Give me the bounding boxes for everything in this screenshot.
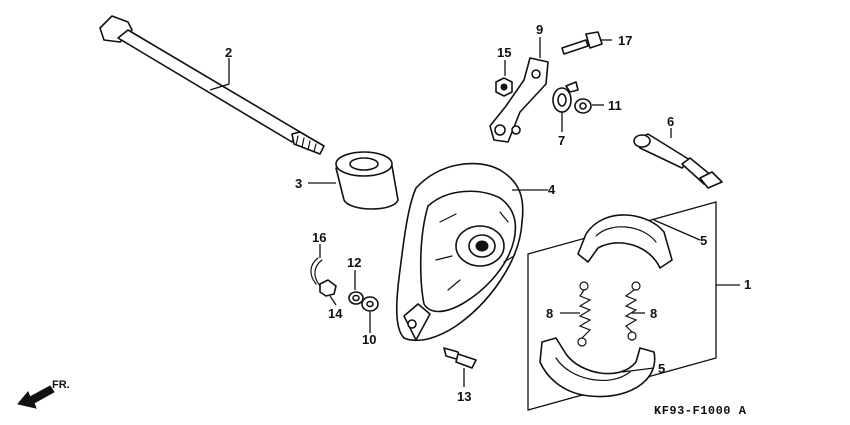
diagram-code: KF93-F1000 A	[654, 404, 747, 418]
part-nut-15	[495, 77, 513, 97]
callout-4: 4	[548, 182, 556, 197]
part-washer-12	[348, 291, 364, 305]
part-spring-right	[624, 281, 641, 341]
front-direction-indicator: FR.	[17, 379, 70, 409]
callout-11: 11	[608, 98, 622, 113]
callout-3: 3	[295, 176, 302, 191]
part-cotter-pin-16	[310, 257, 323, 287]
callout-1: 1	[744, 277, 751, 292]
part-shoe-kit-frame	[527, 201, 717, 411]
callout-10: 10	[362, 332, 376, 347]
callout-16: 16	[312, 230, 326, 245]
callout-17: 17	[618, 33, 632, 48]
callout-9: 9	[536, 22, 543, 37]
part-brake-shoe-upper	[577, 214, 673, 269]
callout-5-upper: 5	[700, 233, 707, 248]
leader-lines	[209, 37, 740, 387]
callout-7: 7	[558, 133, 565, 148]
part-axle	[99, 15, 325, 155]
part-washer-10	[361, 296, 379, 312]
part-nut-14	[319, 279, 337, 297]
part-brake-shoe-lower	[539, 337, 656, 398]
part-brake-panel	[395, 162, 524, 342]
front-label: FR.	[52, 379, 70, 391]
callout-5-lower: 5	[658, 361, 665, 376]
callout-2: 2	[225, 45, 232, 60]
callout-14: 14	[328, 306, 343, 321]
callout-12: 12	[347, 255, 361, 270]
part-brake-cam	[633, 133, 723, 189]
part-spring-left	[577, 281, 592, 347]
part-indicator-plate	[552, 81, 579, 113]
part-spacer-collar	[335, 151, 399, 210]
callout-13: 13	[457, 389, 471, 404]
part-brake-arm	[489, 57, 549, 143]
callout-6: 6	[667, 114, 674, 129]
part-washer-11	[574, 98, 592, 114]
callout-8-left: 8	[546, 306, 553, 321]
part-bolt-17	[561, 31, 603, 55]
callout-15: 15	[497, 45, 511, 60]
part-bolt-13	[443, 347, 477, 369]
callout-8-right: 8	[650, 306, 657, 321]
front-arrow-icon	[17, 385, 55, 409]
